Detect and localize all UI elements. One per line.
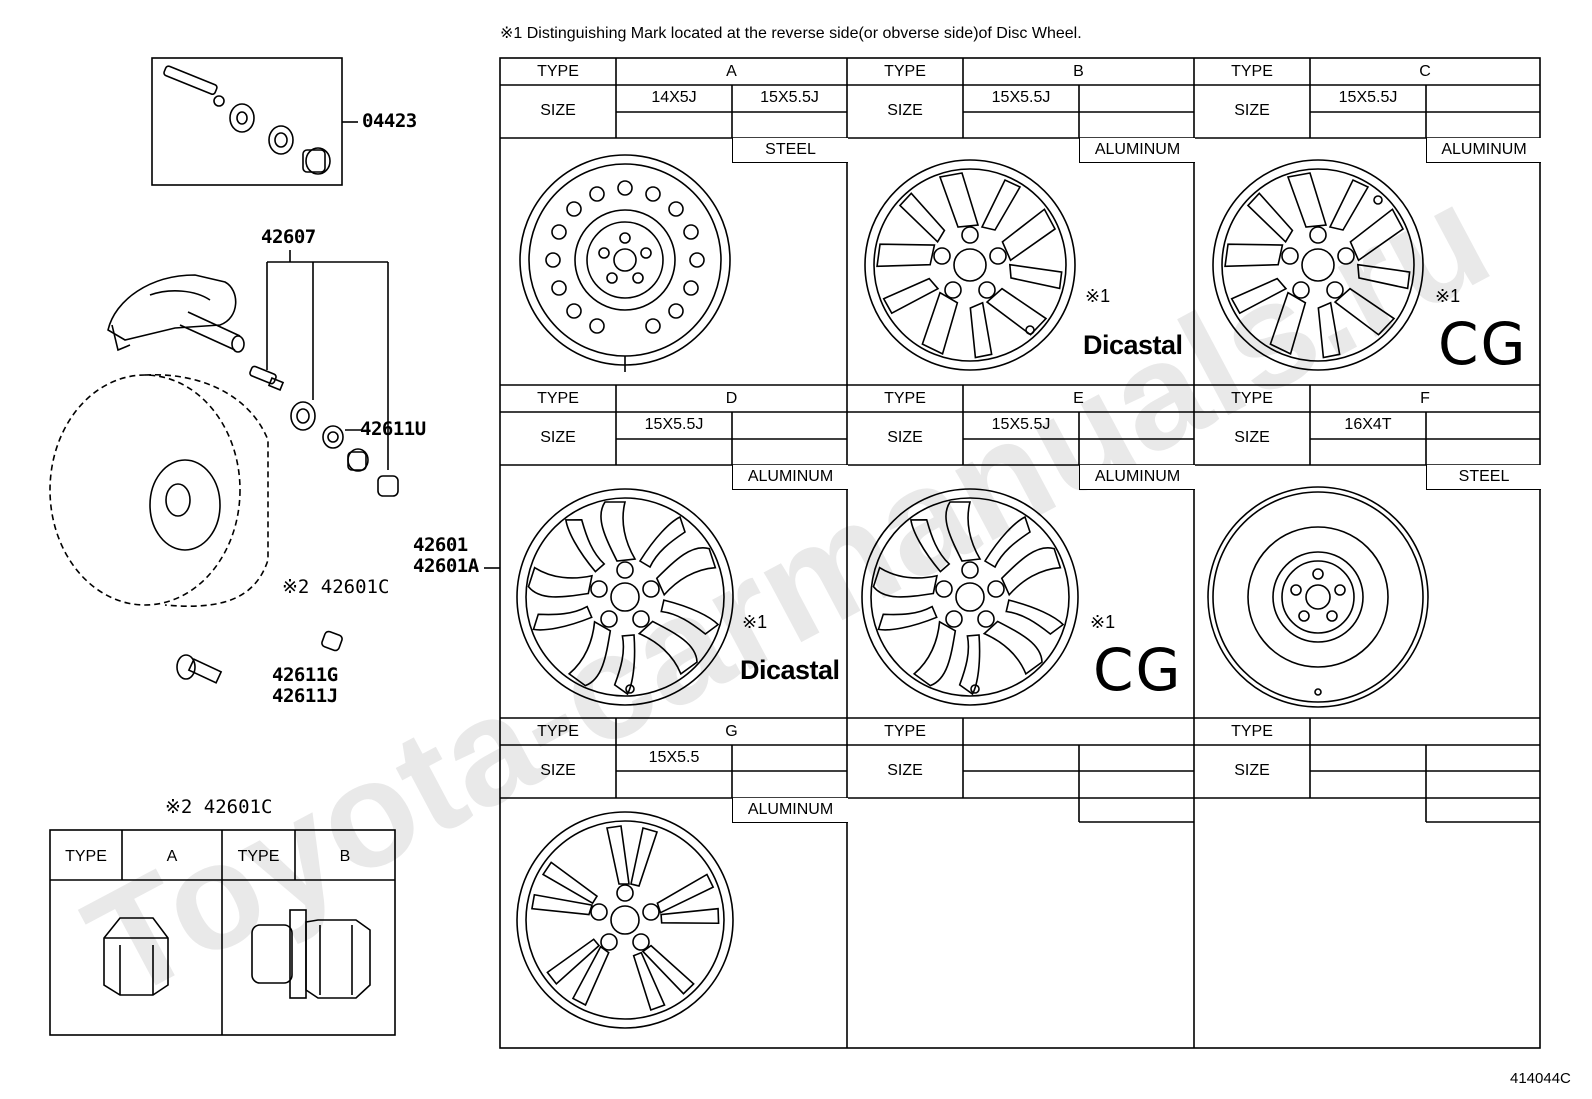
brand-c: CG [1438, 310, 1528, 378]
material-e: ALUMINUM [1079, 465, 1195, 490]
tpms-sensor-drawing [107, 274, 285, 391]
material-f: STEEL [1426, 465, 1541, 490]
size-label-a: SIZE [540, 102, 576, 119]
material-a: STEEL [732, 138, 848, 163]
size-label-c: SIZE [1234, 102, 1270, 119]
type-label-empty-2: TYPE [1231, 723, 1273, 740]
material-d: ALUMINUM [732, 465, 848, 490]
wheel-size-d-1: 15X5.5J [644, 416, 704, 433]
nut-type-label-a: TYPE [65, 848, 107, 865]
wheel-type-g: G [725, 723, 738, 740]
type-label-c: TYPE [1231, 63, 1273, 80]
size-label-g: SIZE [540, 762, 576, 779]
nut-type-a: A [166, 848, 178, 865]
wheel-size-a-2: 15X5.5J [760, 89, 819, 106]
size-label-d: SIZE [540, 429, 576, 446]
distinguishing-mark-note: ※1 Distinguishing Mark located at the re… [500, 25, 1082, 42]
wheel-type-a: A [726, 63, 737, 80]
wheel-type-b: B [1073, 63, 1084, 80]
part-number-42611g: 42611G [272, 664, 338, 686]
wheel-size-c-1: 15X5.5J [1338, 89, 1398, 106]
size-label-empty-1: SIZE [887, 762, 923, 779]
material-c: ALUMINUM [1426, 138, 1541, 163]
wheel-g-drawing [516, 811, 734, 1029]
tire-drawing [49, 373, 269, 607]
nut-table-title: ※2 42601C [165, 796, 273, 818]
size-label-e: SIZE [887, 429, 923, 446]
valve-kit-box [151, 57, 343, 186]
wheel-d-drawing [516, 488, 735, 710]
wheel-size-e-1: 15X5.5J [991, 416, 1051, 433]
type-label-f: TYPE [1231, 390, 1273, 407]
wheel-type-d: D [725, 390, 738, 407]
size-grid [615, 58, 1540, 823]
wheel-a-drawing [519, 154, 731, 372]
wheel-size-b-1: 15X5.5J [991, 89, 1051, 106]
diagram-id: 414044C [1510, 1070, 1571, 1087]
part-number-42601a: 42601A [413, 555, 479, 577]
size-label-empty-2: SIZE [1234, 762, 1270, 779]
mark1-e: ※1 [1090, 612, 1116, 632]
part-number-42601: 42601 [413, 534, 468, 556]
wheel-type-f: F [1420, 390, 1430, 407]
wheel-c-drawing [1212, 159, 1424, 371]
wheel-size-g-1: 15X5.5 [648, 749, 700, 766]
nut-b-drawing [251, 909, 371, 999]
brand-d: Dicastal [740, 655, 840, 685]
material-b: ALUMINUM [1079, 138, 1195, 163]
type-label-b: TYPE [884, 63, 926, 80]
type-label-empty-1: TYPE [884, 723, 926, 740]
wheel-table-frame [499, 57, 1541, 1049]
type-label-g: TYPE [537, 723, 579, 740]
mark1-d: ※1 [742, 612, 768, 632]
nut-type-b: B [339, 848, 351, 865]
wheel-type-e: E [1073, 390, 1084, 407]
mark1-c: ※1 [1435, 286, 1461, 306]
part-number-42611j: 42611J [272, 685, 338, 707]
part-number-04423: 04423 [362, 110, 417, 132]
material-g: ALUMINUM [732, 798, 848, 823]
mark1-b: ※1 [1085, 286, 1111, 306]
brand-b: Dicastal [1083, 330, 1183, 360]
nut-type-label-b: TYPE [237, 848, 280, 865]
valve-kit-parts [163, 65, 331, 175]
wheel-size-f-1: 16X4T [1344, 416, 1392, 433]
part-number-42607: 42607 [261, 226, 316, 248]
nut-a-drawing [103, 917, 169, 996]
type-label-d: TYPE [537, 390, 579, 407]
size-label-b: SIZE [887, 102, 923, 119]
brand-e: CG [1093, 636, 1183, 704]
wheel-e-drawing [861, 488, 1080, 710]
wheel-size-a-1: 14X5J [651, 89, 697, 106]
wheel-f-drawing [1207, 486, 1429, 708]
type-label-e: TYPE [884, 390, 926, 407]
part-number-42601c: ※2 42601C [282, 576, 390, 598]
type-label-a: TYPE [537, 63, 579, 80]
wheel-type-c: C [1419, 63, 1431, 80]
wheel-b-drawing [864, 159, 1076, 371]
size-label-f: SIZE [1234, 429, 1270, 446]
part-number-42611u: 42611U [360, 418, 426, 440]
